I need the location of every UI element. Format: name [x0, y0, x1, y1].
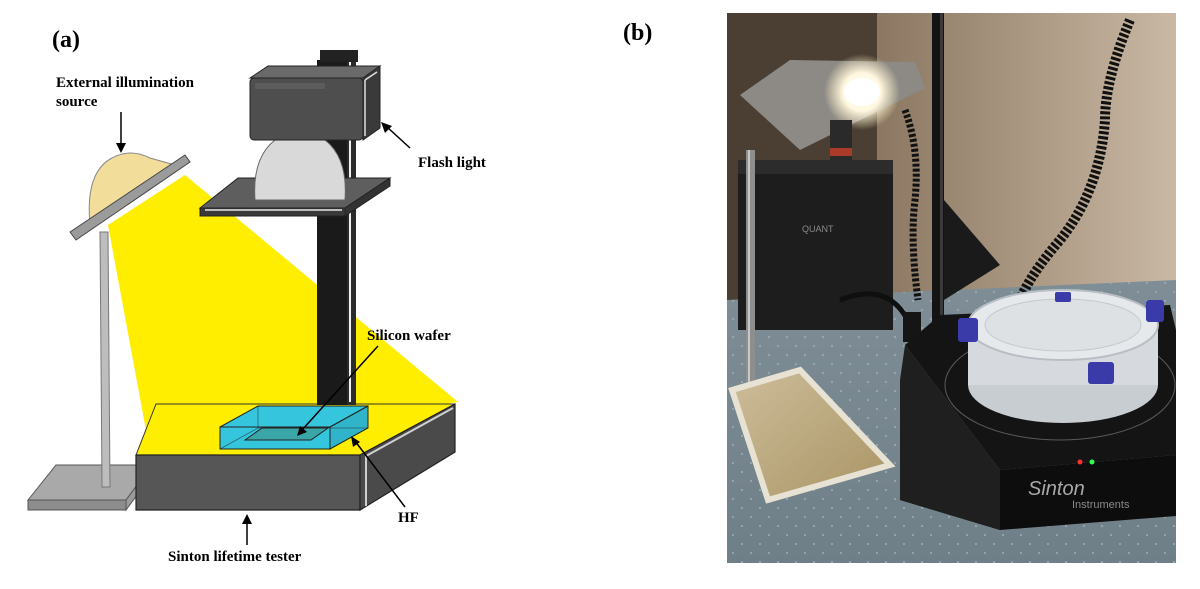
- callouts: External illumination source Flash light…: [56, 75, 486, 565]
- lamp-pole: [99, 231, 111, 488]
- callout-illumination-line1: External illumination: [56, 75, 195, 91]
- arrow-illumination: [116, 143, 126, 153]
- panel-b-label: (b): [623, 20, 652, 46]
- panel-a-label: (a): [52, 27, 80, 53]
- lamp-reflector-plate: [69, 154, 191, 241]
- hf-bath: [219, 405, 369, 450]
- photo-ceramic-tile: [728, 366, 896, 504]
- photo-coiled-cable: [1015, 18, 1135, 302]
- photo-brand-sub: Instruments: [1072, 499, 1130, 511]
- tester-front: [135, 454, 361, 511]
- callout-tester: Sinton lifetime tester: [168, 549, 302, 565]
- sinton-tester-diagram: [135, 402, 456, 512]
- arrow-hf: [351, 436, 360, 447]
- lab-photo: QUANT: [727, 13, 1176, 563]
- callout-hf: HF: [398, 510, 419, 526]
- callout-wafer: Silicon wafer: [367, 328, 451, 344]
- panel-b: (b) QUANT: [623, 13, 1176, 563]
- photo-hf-container: [958, 289, 1164, 423]
- arrow-tester: [242, 514, 252, 524]
- photo-equipment-box: [738, 160, 893, 330]
- flash-light: [248, 65, 382, 201]
- arrow-wafer: [297, 426, 307, 436]
- illumination-beam: [108, 175, 458, 452]
- flash-diffuser: [254, 139, 346, 201]
- panel-a: (a): [26, 27, 486, 565]
- callout-illumination-line2: source: [56, 94, 98, 110]
- callout-flash: Flash light: [418, 155, 486, 171]
- arrow-flash: [381, 122, 392, 133]
- photo-brand: Sinton: [1028, 478, 1085, 500]
- tester-side: [359, 402, 456, 512]
- silicon-wafer: [243, 427, 330, 441]
- photo-device-badge: QUANT: [802, 224, 834, 234]
- external-lamp: [26, 152, 191, 512]
